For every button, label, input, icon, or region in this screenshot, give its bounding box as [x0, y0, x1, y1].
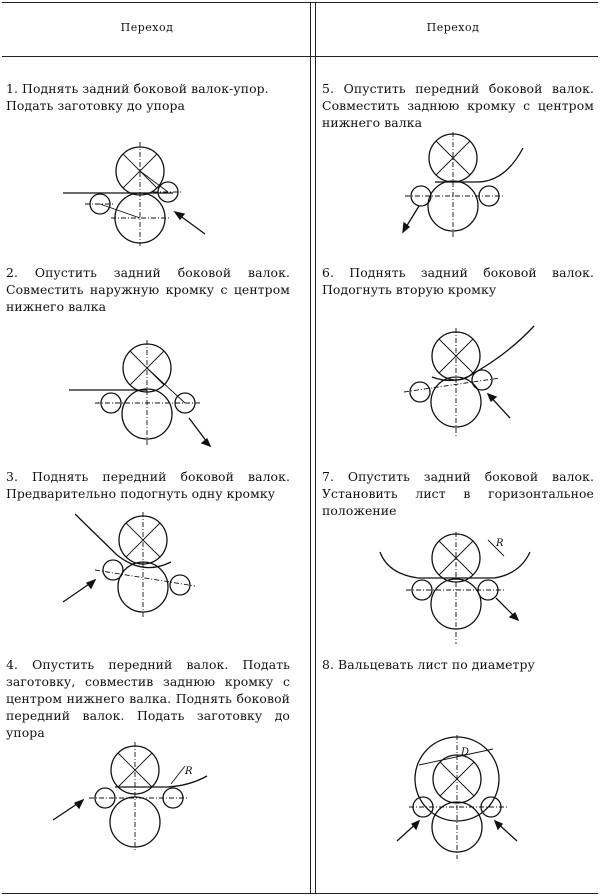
step-3-roll-diagram — [62, 512, 196, 618]
column-divider — [315, 3, 317, 893]
svg-text:D: D — [460, 747, 469, 758]
column-header-right: Переход — [426, 21, 480, 34]
header-rule — [2, 56, 598, 57]
step-4-text: 4. Опустить передний валок. Подать загот… — [6, 657, 290, 740]
step-5-roll-diagram — [402, 132, 524, 238]
step-1-text: 1. Поднять задний боковой валок-упор. По… — [6, 81, 269, 113]
svg-text:R: R — [184, 766, 193, 777]
column-divider — [310, 3, 312, 893]
step-2-roll-diagram — [69, 340, 212, 448]
step-5-text: 5. Опустить передний боковой валок. Совм… — [322, 81, 594, 130]
step-1-roll-diagram — [63, 142, 206, 246]
step-3-text: 3. Поднять передний боковой валок. Предв… — [6, 469, 290, 501]
step-7-roll-diagram: R — [379, 532, 531, 644]
step-7-text: 7. Опустить задний боковой валок. Устано… — [322, 469, 594, 518]
step-2-text: 2. Опустить задний боковой валок. Совмес… — [6, 265, 290, 314]
step-4-roll-diagram: R — [52, 742, 208, 852]
step-8-text: 8. Вальцевать лист по диаметру — [322, 657, 535, 672]
step-8-roll-diagram: D — [396, 735, 518, 859]
step-6-roll-diagram — [403, 325, 535, 436]
column-header-left: Переход — [120, 21, 174, 34]
svg-text:R: R — [495, 538, 504, 549]
step-6-text: 6. Поднять задний боковой валок. Подогну… — [322, 265, 594, 297]
